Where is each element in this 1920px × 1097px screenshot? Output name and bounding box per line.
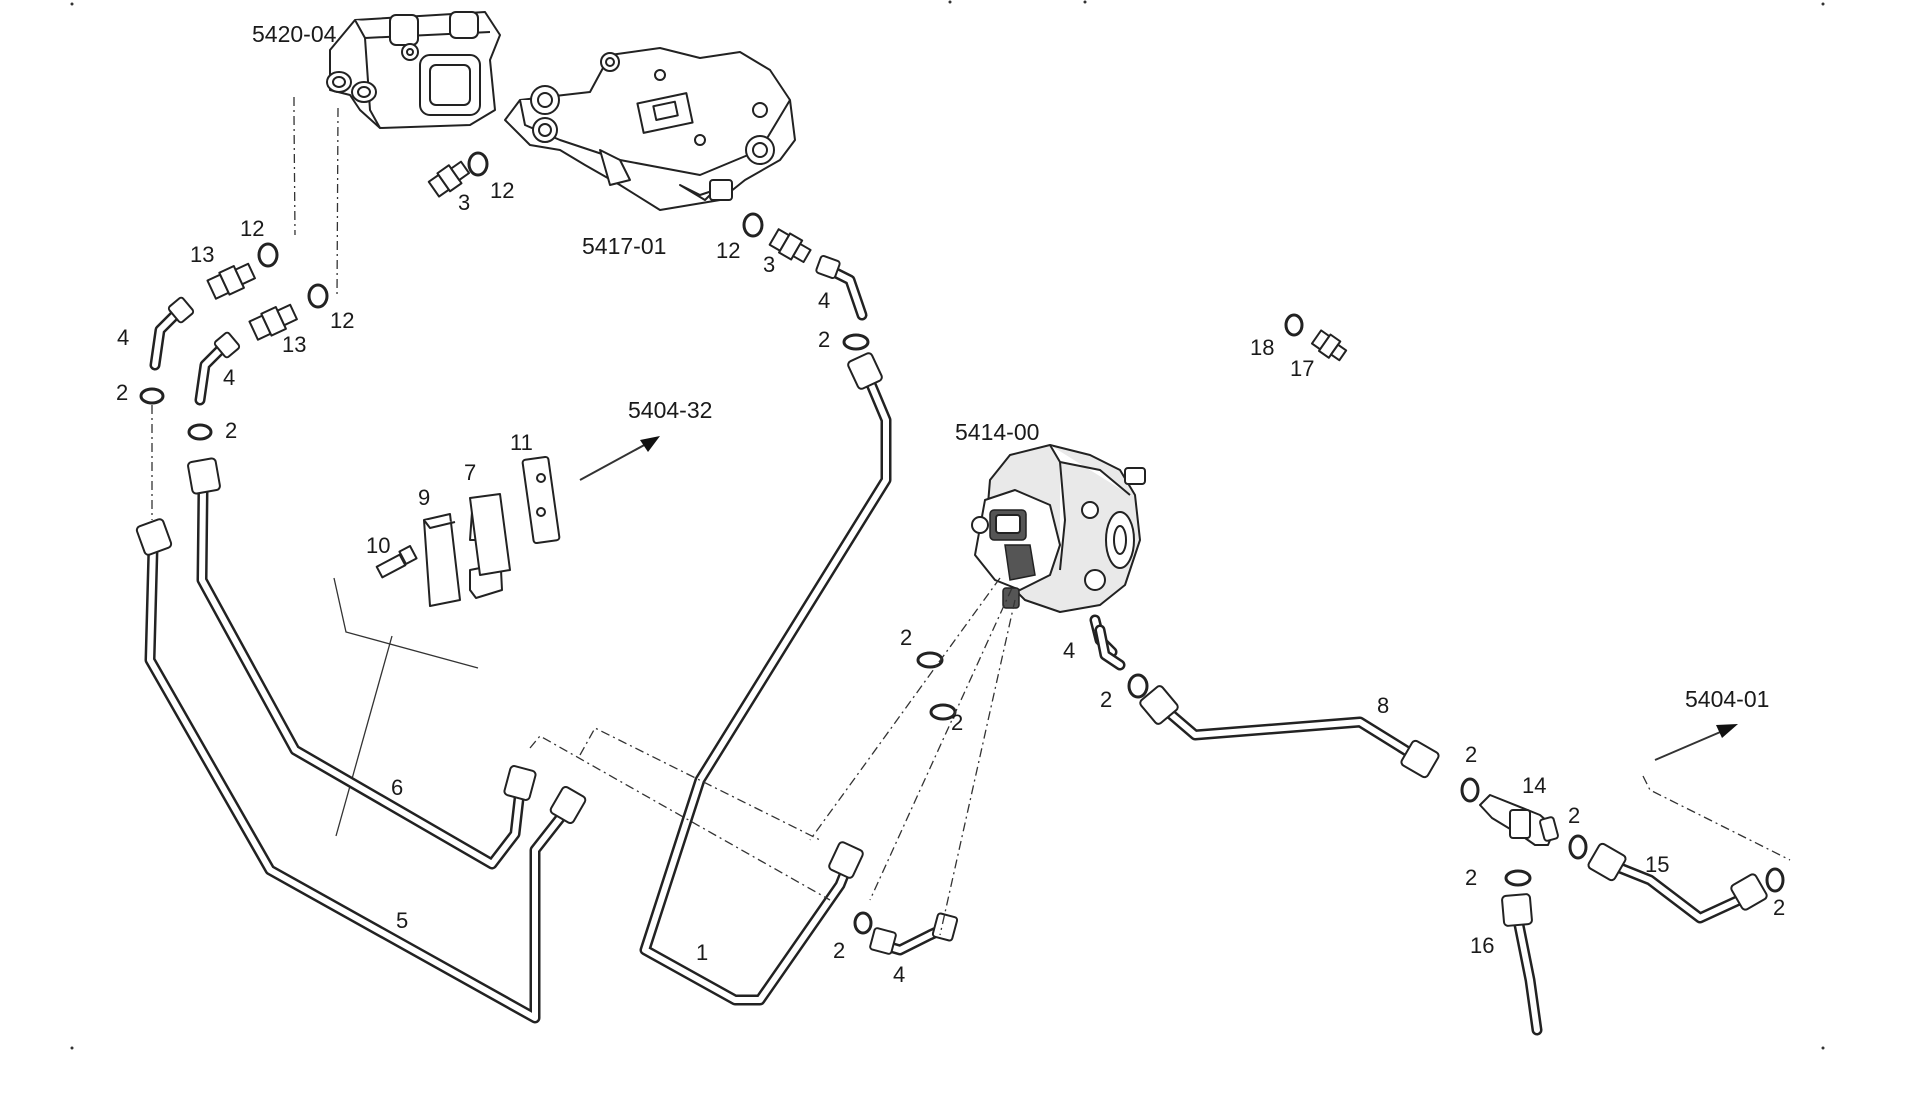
pipe-8[interactable] <box>1139 685 1440 779</box>
callout-12: 12 <box>330 308 354 333</box>
callout-11: 11 <box>510 430 533 455</box>
callout-4: 4 <box>117 325 129 350</box>
callout-7: 7 <box>464 460 476 485</box>
pipe-15[interactable] <box>1587 842 1768 924</box>
callout-2: 2 <box>833 938 845 963</box>
callout-2: 2 <box>951 710 963 735</box>
callout-4: 4 <box>223 365 235 390</box>
fittings-left <box>139 242 329 441</box>
valve-block-5420-04[interactable] <box>326 11 501 129</box>
callout-12: 12 <box>490 178 514 203</box>
callout-4: 4 <box>893 962 905 987</box>
label-5404-01: 5404-01 <box>1685 686 1769 712</box>
callout-12: 12 <box>716 238 740 263</box>
callout-2: 2 <box>1773 895 1785 920</box>
callout-4: 4 <box>1063 638 1075 663</box>
callout-2: 2 <box>225 418 237 443</box>
callout-2: 2 <box>1100 687 1112 712</box>
fittings-center-top <box>427 151 1348 362</box>
elbow-4-bottom <box>869 912 959 956</box>
callout-2: 2 <box>900 625 912 650</box>
callout-17: 17 <box>1290 356 1314 381</box>
callout-2: 2 <box>116 380 128 405</box>
label-5404-32: 5404-32 <box>628 397 712 423</box>
tee-14[interactable] <box>1479 794 1559 846</box>
pipe-6[interactable] <box>187 457 537 870</box>
label-5417-01: 5417-01 <box>582 233 666 259</box>
pipe-1[interactable] <box>639 352 892 1006</box>
dash-leaders <box>151 97 1016 936</box>
callout-12: 12 <box>240 216 264 241</box>
callout-8: 8 <box>1377 693 1389 718</box>
pipe-5[interactable] <box>135 518 587 1024</box>
callout-9: 9 <box>418 485 430 510</box>
callout-14: 14 <box>1522 773 1546 798</box>
pump-5414-00[interactable] <box>971 444 1146 658</box>
assembly-labels: 5420-04 5417-01 5404-32 5414-00 5404-01 <box>252 21 1769 712</box>
callout-13: 13 <box>282 332 306 357</box>
callout-16: 16 <box>1470 933 1494 958</box>
callout-5: 5 <box>396 908 408 933</box>
elbow-4-pump-outlet <box>1094 624 1126 671</box>
pipe-16[interactable] <box>1501 893 1543 1036</box>
callout-2: 2 <box>1465 865 1477 890</box>
rings-right <box>853 651 1785 935</box>
label-5414-00: 5414-00 <box>955 419 1039 445</box>
callout-18: 18 <box>1250 335 1274 360</box>
callout-1: 1 <box>696 940 708 965</box>
label-5420-04: 5420-04 <box>252 21 337 47</box>
callout-3: 3 <box>763 252 775 277</box>
clamp-parts <box>333 436 660 837</box>
callout-numbers: 12 12 12 12 3 3 13 13 4 4 4 4 4 2 2 2 2 … <box>116 178 1785 987</box>
corner-marks <box>70 0 1825 1050</box>
callout-2: 2 <box>1465 742 1477 767</box>
callout-13: 13 <box>190 242 214 267</box>
callout-6: 6 <box>391 775 403 800</box>
arrow-5404-01 <box>1642 724 1791 861</box>
callout-2: 2 <box>818 327 830 352</box>
callout-15: 15 <box>1645 852 1669 877</box>
callout-2: 2 <box>1568 803 1580 828</box>
callout-4: 4 <box>818 288 830 313</box>
callout-10: 10 <box>366 533 390 558</box>
callout-3: 3 <box>458 190 470 215</box>
control-plate-5417-01[interactable] <box>504 47 796 211</box>
